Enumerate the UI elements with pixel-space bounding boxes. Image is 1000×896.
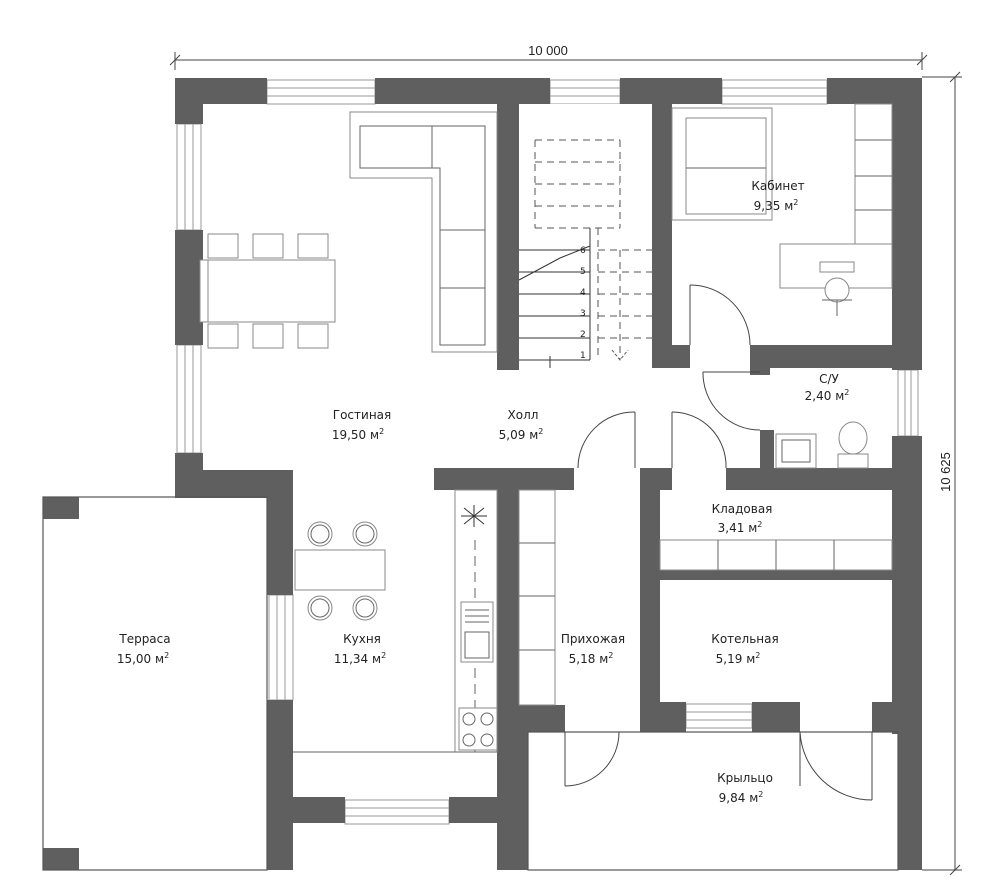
room-area-office: 9,35 м2 (754, 198, 799, 213)
step-number: 3 (580, 309, 586, 319)
room-area-kitchen: 11,34 м2 (334, 651, 386, 666)
room-area-entry: 5,18 м2 (569, 651, 614, 666)
staircase: 1 2 3 4 5 6 (518, 104, 652, 368)
room-area-storage: 3,41 м2 (718, 520, 763, 535)
room-name-entry: Прихожая (561, 632, 625, 646)
room-name-boiler: Котельная (711, 632, 778, 646)
height-dimension-label: 10 625 (938, 452, 953, 492)
room-name-bathroom: С/У (819, 372, 839, 386)
room-area-living: 19,50 м2 (332, 427, 384, 442)
step-number: 4 (580, 288, 586, 298)
room-labels: Гостиная 19,50 м2 Холл 5,09 м2 Кабинет 9… (117, 179, 850, 805)
porch-outline (527, 731, 899, 871)
room-area-terrace: 15,00 м2 (117, 651, 169, 666)
storage-shelves (659, 539, 893, 571)
corner-sofa (349, 111, 498, 353)
kitchen-table (294, 521, 386, 621)
walls (43, 78, 922, 870)
width-dimension-label: 10 000 (528, 43, 568, 58)
dining-table (199, 233, 336, 349)
room-area-boiler: 5,19 м2 (716, 651, 761, 666)
dimension-width: 10 000 (169, 43, 928, 70)
entry-wardrobe (518, 489, 556, 706)
room-area-hall: 5,09 м2 (499, 427, 544, 442)
room-area-porch: 9,84 м2 (719, 790, 764, 805)
step-number: 1 (580, 351, 586, 361)
room-name-porch: Крыльцо (717, 771, 773, 785)
doors (564, 284, 873, 801)
room-name-office: Кабинет (751, 179, 804, 193)
kitchen-counter (293, 489, 498, 753)
dimension-height: 10 625 (922, 71, 962, 876)
bathroom-fixtures (775, 421, 869, 469)
room-name-terrace: Терраса (118, 632, 170, 646)
step-number: 5 (580, 267, 586, 277)
room-name-kitchen: Кухня (343, 632, 381, 646)
step-number: 6 (580, 246, 586, 256)
windows (176, 79, 919, 825)
room-name-living: Гостиная (333, 408, 391, 422)
room-area-bathroom: 2,40 м2 (805, 388, 850, 403)
office-furniture (671, 103, 893, 316)
step-number: 2 (580, 330, 586, 340)
room-name-storage: Кладовая (712, 502, 773, 516)
terrace-outline (42, 496, 268, 871)
room-name-hall: Холл (508, 408, 539, 422)
